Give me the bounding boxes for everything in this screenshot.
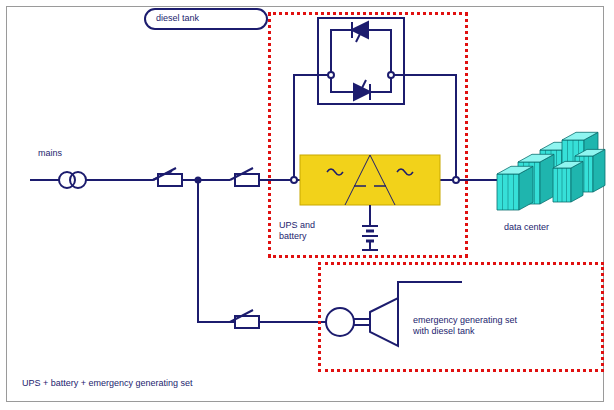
switch-symbol [145, 168, 182, 186]
label: mains [38, 148, 62, 159]
wire [86, 179, 145, 181]
shaft [354, 324, 370, 326]
thyristor-bypass [318, 18, 404, 104]
dotted-region: emergency generating set with diesel tan… [318, 262, 604, 372]
fuel-line [398, 282, 462, 298]
transformer-symbol [70, 172, 86, 188]
dotted-region: UPS and battery [268, 12, 468, 258]
tank-box: diesel tank [144, 8, 268, 30]
motor-symbol [370, 298, 398, 346]
data-center-illustration [497, 132, 605, 210]
server-block [553, 161, 583, 202]
junction-dot [453, 177, 459, 183]
junction-dot [196, 178, 201, 183]
node-label: diesel tank [156, 13, 199, 24]
shaft [354, 318, 370, 320]
node-label: emergency generating set with diesel tan… [413, 315, 533, 337]
wire [30, 179, 60, 181]
switch-symbol [222, 168, 268, 190]
generator-symbol [326, 308, 354, 336]
server-block [497, 166, 533, 210]
label: data center [504, 222, 549, 233]
ups-converter [300, 155, 440, 205]
junction-dot [291, 177, 297, 183]
battery-symbol [362, 205, 378, 250]
caption: UPS + battery + emergency generating set [22, 378, 193, 389]
wire [182, 179, 222, 181]
node-label: UPS and battery [279, 220, 335, 242]
switch-symbol [222, 310, 268, 328]
wire [440, 179, 500, 181]
